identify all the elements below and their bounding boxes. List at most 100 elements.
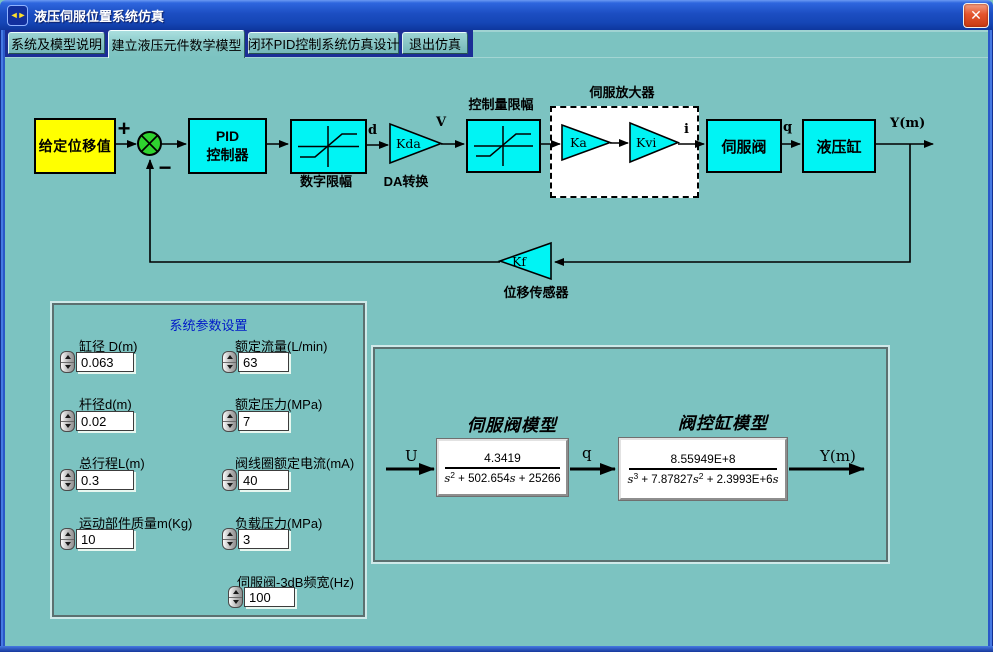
- param-input-load-pressure[interactable]: [238, 529, 289, 549]
- param-label-rated-flow: 额定流量(L/min): [235, 339, 328, 354]
- servo-valve-block: 伺服阀: [706, 119, 782, 173]
- digital-limiter-caption: 数字限幅: [299, 174, 352, 189]
- window-border-left: [0, 30, 5, 646]
- window-border-right: [988, 30, 993, 646]
- param-input-cylinder-diameter[interactable]: [76, 352, 134, 372]
- tab-exit-simulation[interactable]: 退出仿真: [402, 32, 468, 54]
- param-input-coil-rated-current[interactable]: [238, 470, 289, 490]
- control-limiter-block: [466, 119, 541, 173]
- fraction-rule: [445, 466, 560, 469]
- param-input-valve-bandwidth[interactable]: [244, 587, 295, 607]
- signal-i-label: i: [684, 122, 689, 137]
- param-input-rated-flow[interactable]: [238, 352, 289, 372]
- tf1-denominator: s2 + 502.654s + 25266: [444, 469, 561, 485]
- model-input-u-label: U: [405, 447, 418, 465]
- signal-v-label: V: [436, 115, 447, 130]
- spinner-up-button[interactable]: [223, 470, 236, 481]
- param-control-rated-pressure: [222, 410, 289, 432]
- tab-system-description[interactable]: 系统及模型说明: [8, 32, 105, 54]
- saturation-glyph: [474, 126, 533, 166]
- spinner: [222, 351, 237, 373]
- signal-d-label: d: [368, 123, 378, 138]
- param-label-rated-pressure: 额定压力(MPa): [235, 397, 323, 412]
- signal-y-label: Y(m): [890, 116, 926, 131]
- model-panel: 伺服阀模型 阀控缸模型 4.3419 s2 + 502.654s + 25266…: [373, 347, 888, 562]
- hydraulic-cylinder-block: 液压缸: [802, 119, 876, 173]
- valve-cylinder-transfer-function: 8.55949E+8 s3 + 7.87827s2 + 2.3993E+6s: [618, 437, 788, 501]
- valve-cylinder-model-title: 阀控缸模型: [678, 414, 768, 434]
- spinner-up-button[interactable]: [223, 411, 236, 422]
- param-label-load-pressure: 负载压力(MPa): [235, 516, 323, 531]
- pid-line1: PID: [215, 128, 240, 144]
- tab-build-hydraulic-model[interactable]: 建立液压元件数学模型: [108, 30, 245, 58]
- saturation-glyph: [298, 126, 359, 167]
- spinner-down-button[interactable]: [61, 540, 74, 550]
- spinner-down-button[interactable]: [61, 422, 74, 432]
- spinner-up-button[interactable]: [229, 587, 242, 598]
- servo-amplifier-dashed-box: [550, 106, 699, 198]
- spinner: [60, 351, 75, 373]
- fraction-rule: [629, 468, 777, 470]
- parameters-panel-title: 系统参数设置: [169, 318, 248, 333]
- tab-closed-loop-pid-design[interactable]: 闭环PID控制系统仿真设计: [248, 32, 399, 54]
- da-conversion-caption: DA转换: [383, 174, 429, 189]
- close-button[interactable]: ✕: [963, 3, 989, 28]
- servo-valve-transfer-function: 4.3419 s2 + 502.654s + 25266: [436, 438, 569, 497]
- tab-strip: 系统及模型说明 建立液压元件数学模型 闭环PID控制系统仿真设计 退出仿真: [5, 30, 988, 58]
- param-input-moving-mass[interactable]: [76, 529, 134, 549]
- spinner: [60, 410, 75, 432]
- param-label-cylinder-diameter: 缸径 D(m): [79, 339, 138, 354]
- servo-amplifier-caption: 伺服放大器: [589, 85, 655, 100]
- spinner-down-button[interactable]: [223, 481, 236, 491]
- param-input-rated-pressure[interactable]: [238, 411, 289, 431]
- tf1-numerator: 4.3419: [484, 450, 521, 465]
- spinner: [222, 528, 237, 550]
- app-icon-glyph: ◄►: [9, 10, 27, 20]
- spinner-up-button[interactable]: [61, 470, 74, 481]
- param-input-total-stroke[interactable]: [76, 470, 134, 490]
- spinner-down-button[interactable]: [223, 422, 236, 432]
- setpoint-block: 给定位移值: [34, 118, 116, 174]
- param-label-valve-bandwidth: 伺服阀-3dB频宽(Hz): [237, 575, 355, 590]
- spinner: [60, 528, 75, 550]
- spinner-up-button[interactable]: [61, 529, 74, 540]
- digital-limiter-block: [290, 119, 367, 174]
- model-output-y-label: Y(m): [820, 447, 856, 465]
- spinner-up-button[interactable]: [223, 352, 236, 363]
- pid-line2: 控制器: [206, 147, 249, 163]
- param-control-valve-bandwidth: [228, 586, 295, 608]
- spinner-down-button[interactable]: [223, 540, 236, 550]
- pid-controller-block: PID 控制器: [188, 118, 267, 174]
- displacement-sensor-caption: 位移传感器: [503, 285, 569, 300]
- param-control-coil-rated-current: [222, 469, 289, 491]
- signal-q-label: q: [783, 120, 793, 135]
- param-label-rod-diameter: 杆径d(m): [79, 397, 132, 412]
- param-label-moving-mass: 运动部件质量m(Kg): [79, 516, 193, 531]
- spinner: [228, 586, 243, 608]
- title-bar: ◄► 液压伺服位置系统仿真 ✕: [0, 0, 993, 30]
- spinner-up-button[interactable]: [223, 529, 236, 540]
- param-control-cylinder-diameter: [60, 351, 134, 373]
- spinner-down-button[interactable]: [229, 598, 242, 608]
- param-label-coil-rated-current: 阀线圈额定电流(mA): [235, 456, 355, 471]
- param-label-total-stroke: 总行程L(m): [79, 456, 145, 471]
- system-parameters-panel: 系统参数设置 缸径 D(m) 杆径d(m) 总行程L(m) 运动部: [52, 303, 365, 617]
- spinner-up-button[interactable]: [61, 411, 74, 422]
- param-control-rod-diameter: [60, 410, 134, 432]
- spinner-down-button[interactable]: [223, 363, 236, 373]
- param-control-moving-mass: [60, 528, 134, 550]
- spinner: [222, 410, 237, 432]
- spinner-down-button[interactable]: [61, 481, 74, 491]
- param-control-load-pressure: [222, 528, 289, 550]
- spinner: [222, 469, 237, 491]
- app-icon: ◄►: [7, 4, 28, 26]
- param-control-rated-flow: [222, 351, 289, 373]
- window-border-bottom: [0, 646, 993, 652]
- spinner-down-button[interactable]: [61, 363, 74, 373]
- model-q-label: q: [582, 444, 592, 462]
- spinner-up-button[interactable]: [61, 352, 74, 363]
- close-icon: ✕: [970, 7, 982, 23]
- param-input-rod-diameter[interactable]: [76, 411, 134, 431]
- servo-valve-model-title: 伺服阀模型: [467, 416, 557, 436]
